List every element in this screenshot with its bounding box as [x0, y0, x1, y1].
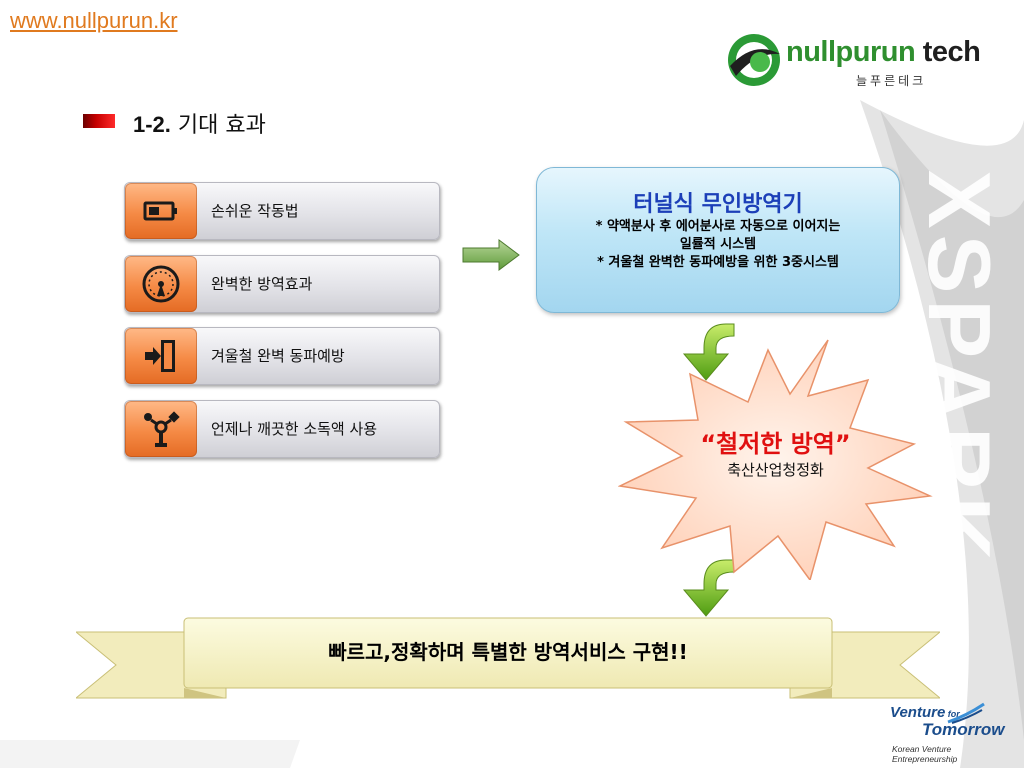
battery-icon — [143, 201, 177, 221]
venture-line-3: Korean Venture Entrepreneurship — [892, 744, 958, 764]
section-marker — [83, 114, 115, 128]
company-logo: nullpurun tech 늘푸른테크 — [726, 28, 1018, 90]
network-icon — [144, 411, 180, 447]
gauge-icon — [142, 265, 180, 303]
ribbon-text: 빠르고,정확하며 특별한 방역서비스 구현!! — [328, 640, 688, 664]
tunnel-line-1: * 약액분사 후 에어분사로 자동으로 이어지는 — [595, 219, 841, 234]
feature-item-perfect-disinfection: 완벽한 방역효과 — [124, 255, 440, 313]
venture-for-tomorrow-logo: Venture for Tomorrow Korean Venture Entr… — [886, 702, 1016, 764]
feature-label: 겨울철 완벽 동파예방 — [211, 347, 345, 365]
swoosh-icon — [947, 702, 985, 724]
feature-label: 손쉬운 작동법 — [211, 202, 299, 220]
feature-label: 언제나 깨끗한 소독액 사용 — [211, 420, 378, 438]
curved-down-arrow-icon — [682, 559, 735, 617]
starburst-shape — [618, 339, 933, 580]
section-number: 1-2. — [133, 112, 171, 137]
venture-for-word: for — [945, 709, 960, 719]
venture-line-1: Venture for — [890, 704, 960, 721]
logo-wordmark: nullpurun tech — [786, 36, 981, 69]
feature-icon-box — [125, 328, 197, 384]
feature-item-clean-solution: 언제나 깨끗한 소독액 사용 — [124, 400, 440, 458]
ribbon-banner — [76, 617, 940, 699]
venture-word: Venture — [890, 704, 946, 721]
burst-title: “철저한 방역” — [700, 430, 851, 458]
tunnel-title: 터널식 무인방역기 — [633, 192, 803, 217]
tunnel-line-2: 일률적 시스템 — [679, 237, 757, 252]
feature-icon-box — [125, 183, 197, 239]
section-title-text: 기대 효과 — [177, 113, 266, 138]
logo-korean: 늘푸른테크 — [856, 74, 927, 88]
tunnel-line-3: * 겨울철 완벽한 동파예방을 위한 3중시스템 — [597, 255, 839, 270]
logo-suffix: tech — [922, 36, 981, 68]
exit-door-icon — [145, 340, 175, 372]
site-url-link[interactable]: www.nullpurun.kr — [10, 8, 178, 33]
feature-icon-box — [125, 256, 197, 312]
tunnel-sprayer-box: 터널식 무인방역기 * 약액분사 후 에어분사로 자동으로 이어지는 일률적 시… — [536, 167, 900, 313]
burst-subtitle: 축산산업청정화 — [727, 461, 824, 479]
venture-line-2: Tomorrow — [922, 720, 1005, 739]
feature-item-freeze-prevention: 겨울철 완벽 동파예방 — [124, 327, 440, 385]
arrow-right-icon — [462, 239, 520, 271]
curved-down-arrow-icon — [682, 323, 735, 381]
feature-item-easy-operation: 손쉬운 작동법 — [124, 182, 440, 240]
logo-prefix: nullpurun — [786, 36, 923, 68]
logo-swirl-icon — [728, 34, 780, 86]
feature-label: 완벽한 방역효과 — [211, 275, 313, 293]
section-title: 1-2. 기대 효과 — [133, 107, 266, 139]
feature-icon-box — [125, 401, 197, 457]
